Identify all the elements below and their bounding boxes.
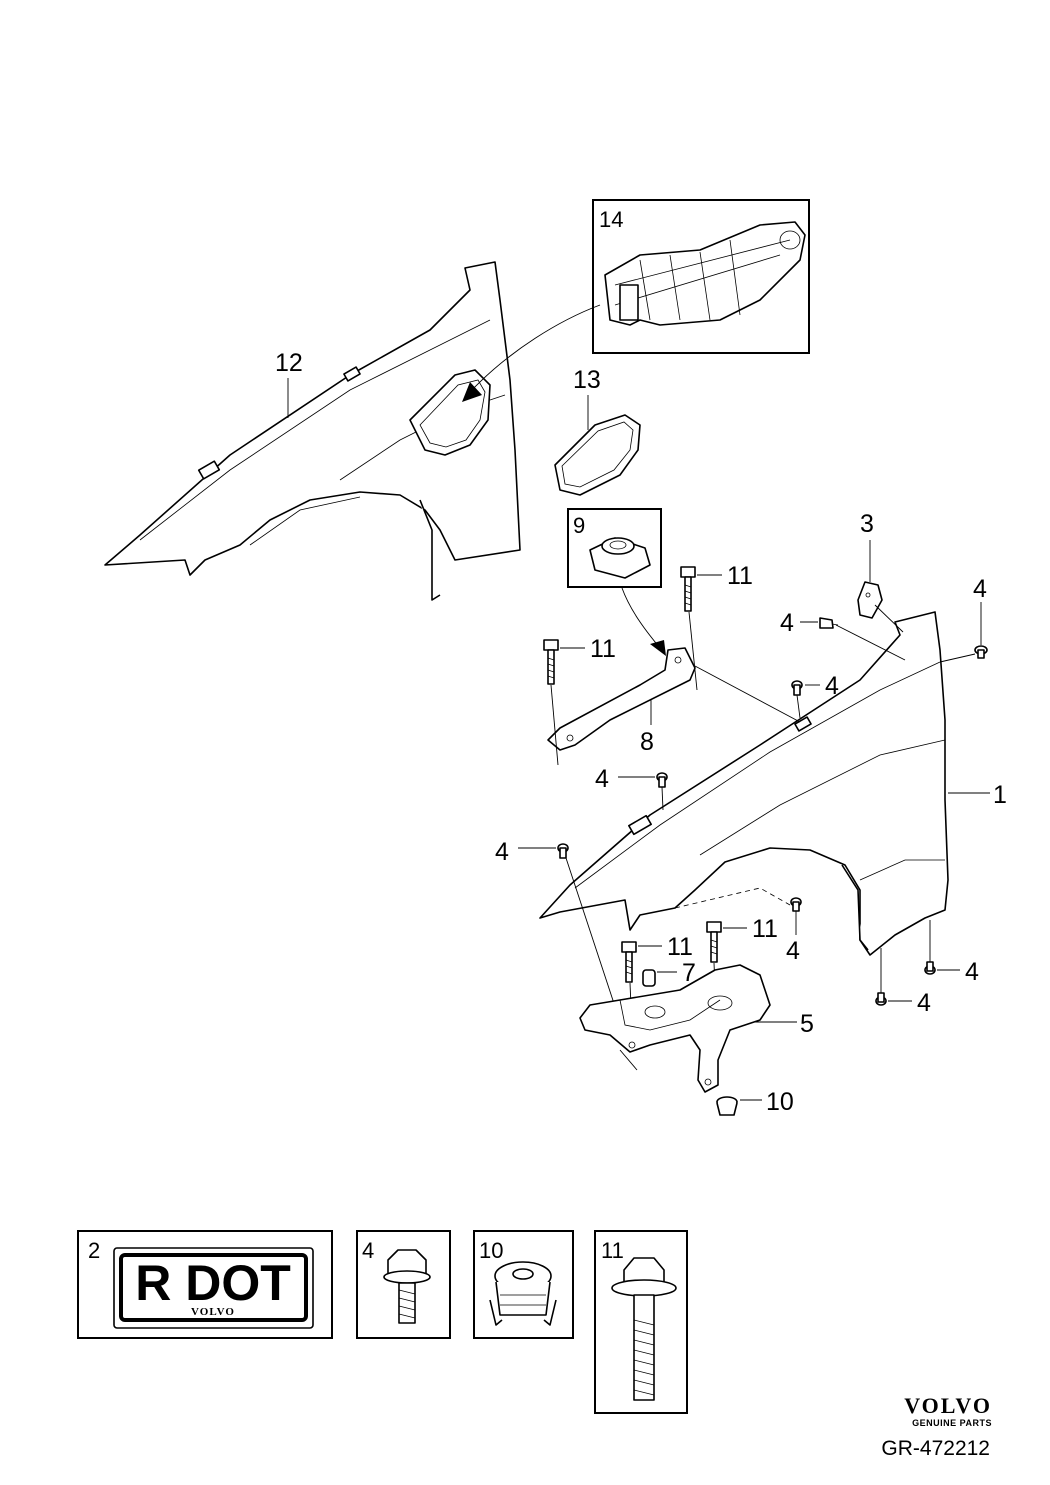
box-label-2: 2	[88, 1238, 100, 1263]
screw-4-f	[790, 897, 802, 912]
box-4: 4	[356, 1230, 451, 1339]
box-14: 14	[592, 199, 810, 354]
license-plate	[119, 1253, 308, 1322]
screw-4-g	[924, 961, 936, 975]
screw-4-e	[557, 843, 569, 859]
screw-4-d	[656, 772, 668, 788]
box-label-14: 14	[599, 207, 623, 232]
callout-4-b: 4	[973, 575, 987, 603]
arrow-head-9	[650, 640, 666, 656]
box-10: 10	[473, 1230, 574, 1339]
callout-4-g: 4	[965, 958, 979, 986]
callout-8: 8	[640, 728, 654, 756]
clip-7	[642, 969, 656, 987]
arrow-head-14	[462, 382, 482, 402]
box-label-11: 11	[601, 1238, 624, 1263]
callout-4-a: 4	[780, 609, 794, 637]
box-label-10: 10	[479, 1238, 503, 1263]
callout-5: 5	[800, 1010, 814, 1038]
screw-4-h	[875, 992, 887, 1006]
callout-11-d: 11	[752, 915, 778, 943]
fender-left-12	[104, 261, 521, 601]
callout-4-c: 4	[825, 672, 839, 700]
screw-4-c	[791, 680, 803, 696]
bracket-8	[547, 647, 696, 751]
callout-4-h: 4	[917, 989, 931, 1017]
genuine-parts-label: GENUINE PARTS	[912, 1418, 992, 1428]
fuel-flap-13	[554, 414, 641, 496]
callout-13: 13	[573, 366, 601, 394]
plate-text: R DOT	[135, 1255, 291, 1311]
bolt-11-upper-left	[543, 639, 559, 685]
box-label-4: 4	[362, 1238, 374, 1263]
screw-4-b	[974, 645, 988, 659]
box-9: 9	[567, 508, 662, 588]
bolt-11-upper-right	[680, 566, 696, 612]
callout-11-b: 11	[727, 562, 753, 590]
callout-10: 10	[766, 1088, 794, 1116]
callout-4-d: 4	[595, 765, 609, 793]
screw-4-a	[819, 617, 839, 629]
bolt-11-lower-right	[706, 921, 722, 963]
callout-11-a: 11	[590, 635, 616, 663]
callout-7: 7	[682, 959, 696, 987]
plate-brand: VOLVO	[191, 1306, 235, 1318]
callout-11-c: 11	[667, 933, 693, 961]
bracket-3	[857, 581, 883, 619]
callout-3: 3	[860, 510, 874, 538]
fender-right-1	[539, 611, 949, 956]
callout-1: 1	[993, 781, 1007, 809]
diagram-reference: GR-472212	[881, 1437, 990, 1460]
callout-4-e: 4	[495, 838, 509, 866]
callout-4-f: 4	[786, 937, 800, 965]
bolt-11-lower-left	[621, 941, 637, 983]
box-2: 2 R DOT VOLVO	[77, 1230, 333, 1339]
callout-12: 12	[275, 349, 303, 377]
nut-10	[716, 1096, 738, 1116]
box-label-9: 9	[573, 513, 585, 538]
box-11: 11	[594, 1230, 688, 1414]
volvo-logo: VOLVO	[904, 1393, 992, 1418]
bracket-assembly-5	[579, 964, 771, 1093]
